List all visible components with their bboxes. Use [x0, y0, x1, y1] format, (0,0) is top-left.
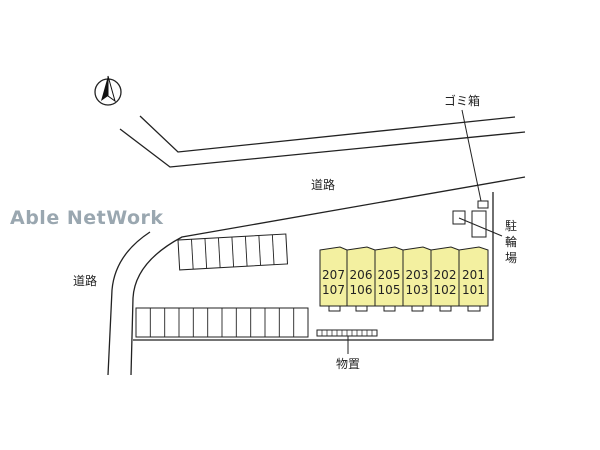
unit-4-lower-number: 103 — [406, 283, 429, 297]
unit-3[interactable]: 205 105 — [374, 246, 404, 312]
unit-6-lower-number: 101 — [462, 283, 485, 297]
unit-4[interactable]: 203 103 — [402, 246, 432, 312]
site-boundary — [133, 192, 494, 341]
bicycle-parking-1 — [452, 210, 466, 225]
road-left-edge-inner — [130, 176, 526, 376]
watermark-text: Able NetWork — [10, 207, 164, 229]
storage-shed — [316, 329, 378, 337]
road-top-label: 道路 — [311, 177, 335, 192]
unit-1[interactable]: 207 107 — [319, 246, 348, 312]
unit-2[interactable]: 206 106 — [346, 246, 376, 312]
unit-6[interactable]: 201 101 — [458, 246, 489, 312]
parking-row-upper — [177, 233, 289, 271]
unit-5-lower-number: 102 — [434, 283, 457, 297]
bicycle-label-1: 駐 — [505, 218, 517, 233]
unit-5[interactable]: 202 102 — [430, 246, 460, 312]
garbage-box — [477, 200, 489, 209]
parking-row-lower — [135, 307, 309, 338]
road-left-edge-outer — [107, 231, 151, 376]
unit-2-upper-number: 206 — [350, 268, 373, 282]
unit-5-upper-number: 202 — [434, 268, 457, 282]
road-upper-edge-bottom — [119, 128, 526, 168]
unit-2-lower-number: 106 — [350, 283, 373, 297]
unit-1-upper-number: 207 — [322, 268, 345, 282]
bicycle-parking-2 — [471, 210, 487, 238]
bicycle-leader-line — [458, 217, 503, 237]
unit-4-upper-number: 203 — [406, 268, 429, 282]
garbage-leader-line — [461, 109, 482, 202]
unit-3-upper-number: 205 — [378, 268, 401, 282]
storage-label: 物置 — [336, 357, 360, 371]
north-arrow-icon — [94, 75, 122, 106]
bicycle-label-3: 場 — [505, 251, 517, 265]
bicycle-label-2: 輪 — [505, 234, 517, 249]
road-upper-edge-top — [139, 115, 516, 153]
unit-1-lower-number: 107 — [322, 283, 345, 297]
unit-3-lower-number: 105 — [378, 283, 401, 297]
unit-6-upper-number: 201 — [462, 268, 485, 282]
road-left-label: 道路 — [73, 273, 97, 288]
garbage-label: ゴミ箱 — [444, 93, 480, 108]
